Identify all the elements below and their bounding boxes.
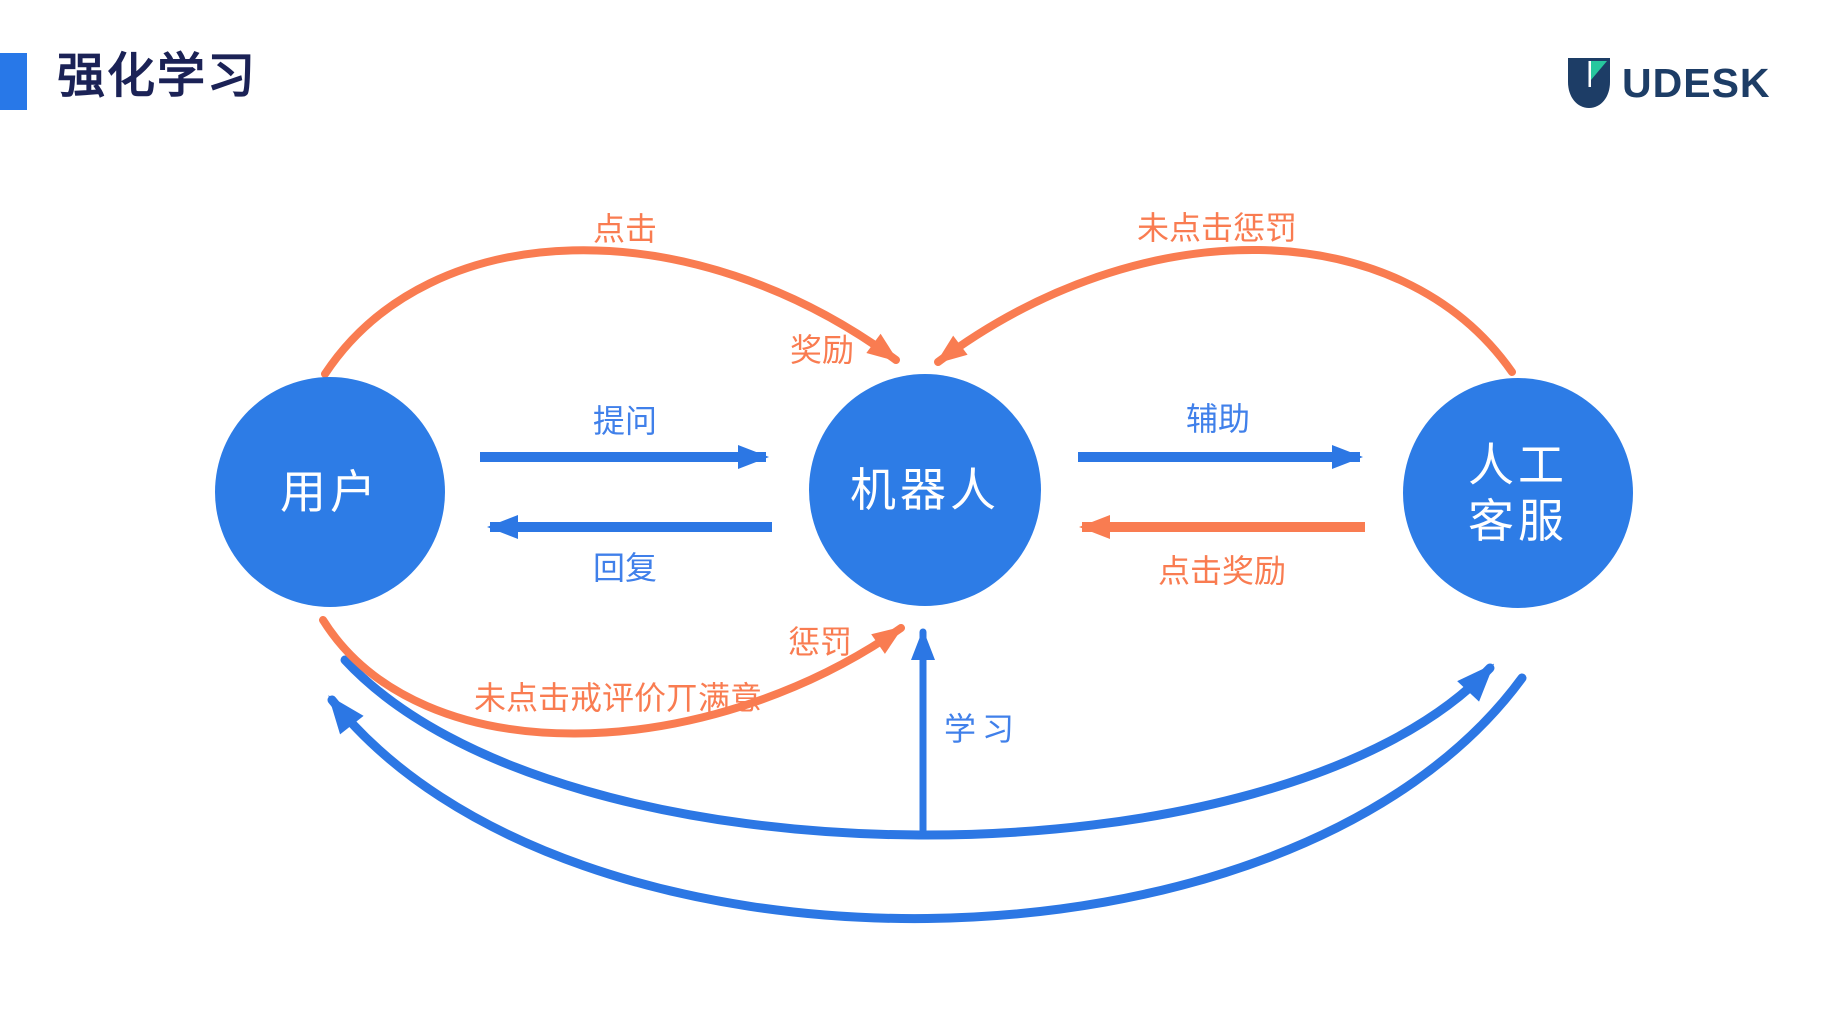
- node-user-circle: [215, 377, 445, 607]
- arc-penalty-bottom: [319, 616, 905, 738]
- node-agent-label-line2: 客服: [1468, 495, 1568, 547]
- arc-agent-to-user: [327, 673, 1527, 924]
- edge-label-no-click-or-unsatisfied: 未点击戒评价丌满意: [473, 680, 763, 716]
- node-agent-label-line1: 人工: [1468, 438, 1568, 491]
- edge-label-assist: 辅助: [1185, 401, 1251, 437]
- title-accent-bar: [0, 53, 27, 110]
- edge-label-penalty: 惩罚: [787, 624, 853, 660]
- node-robot-circle: [809, 374, 1041, 606]
- edge-label-click-reward: 点击奖励: [1157, 553, 1287, 589]
- edge-label-learn: 学习: [943, 711, 1021, 747]
- arc-user-to-agent: [340, 655, 1495, 840]
- arc-no-click-penalty-top: [934, 245, 1516, 376]
- node-agent-circle: [1403, 378, 1633, 608]
- udesk-logo: UDESK: [1568, 58, 1771, 108]
- udesk-logo-text: UDESK: [1622, 59, 1771, 106]
- edge-label-ask: 提问: [592, 403, 658, 439]
- udesk-logo-icon: [1568, 58, 1610, 108]
- edge-label-reply: 回复: [592, 550, 658, 586]
- edge-label-reward: 奖励: [789, 332, 855, 368]
- node-agent-label: 人工 客服: [1468, 437, 1568, 549]
- node-user-label: 用户: [280, 465, 380, 518]
- edge-label-click: 点击: [592, 211, 658, 247]
- edge-label-no-click-penalty: 未点击惩罚: [1136, 210, 1298, 246]
- page-title: 强化学习: [57, 50, 258, 103]
- arc-click-reward-top: [321, 246, 900, 378]
- node-robot-label: 机器人: [850, 463, 1000, 516]
